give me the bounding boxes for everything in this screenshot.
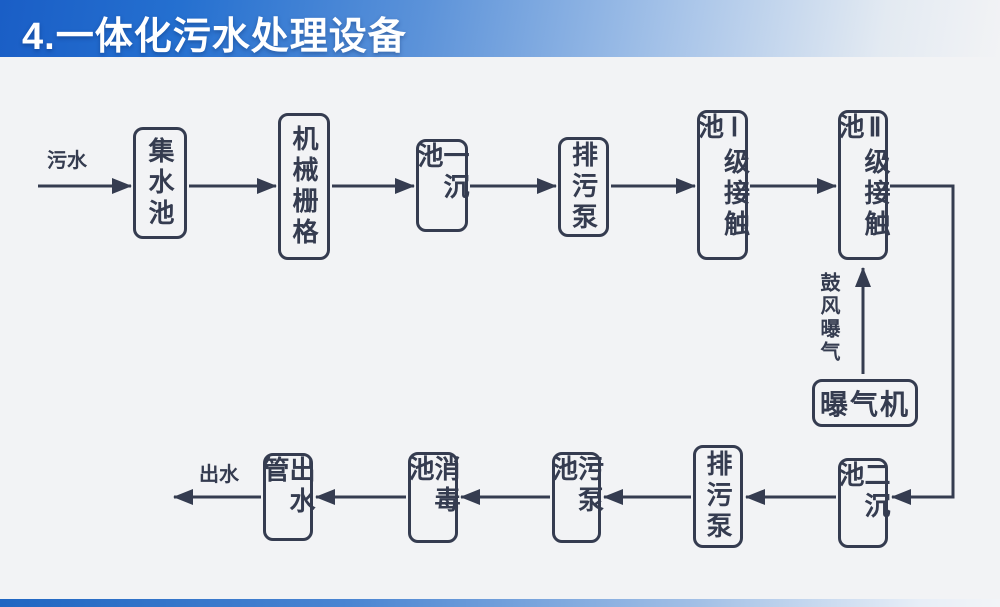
- node-outlet-pipe-label: 出水管: [260, 456, 316, 518]
- node-mechanical-grid: 机械栅格: [278, 113, 330, 260]
- node-secondary-sedimentation-tank-label: 二沉池: [835, 461, 891, 523]
- page-title: 4.一体化污水处理设备: [22, 16, 407, 58]
- node-level2-contact-tank: Ⅱ级接触池: [835, 110, 891, 260]
- node-sewage-pump-top-label: 排污泵: [568, 140, 599, 234]
- bottom-accent-bar: [0, 599, 1000, 607]
- node-primary-sedimentation-tank: 一沉池: [414, 139, 470, 232]
- node-sewage-pump-bottom: 排污泵: [693, 445, 743, 548]
- node-secondary-sedimentation-tank: 二沉池: [835, 458, 891, 548]
- node-disinfection-tank-label: 消毒池: [405, 455, 461, 517]
- inflow-label: 污水: [47, 150, 87, 172]
- node-sewage-pump-bottom-label: 排污泵: [703, 450, 733, 543]
- node-aerator: 曝气机: [812, 379, 918, 427]
- outflow-label: 出水: [199, 464, 239, 486]
- node-sewage-pump-tank: 污泵池: [548, 452, 605, 543]
- node-mechanical-grid-label: 机械栅格: [289, 124, 319, 249]
- node-primary-sedimentation-tank-label: 一沉池: [414, 142, 470, 204]
- node-disinfection-tank: 消毒池: [405, 452, 461, 543]
- node-collection-tank: 集水池: [133, 127, 187, 239]
- node-sewage-pump-top: 排污泵: [558, 137, 609, 237]
- aeration-label: 鼓风曝气: [817, 272, 839, 364]
- node-sewage-pump-tank-label: 污泵池: [548, 455, 605, 517]
- node-collection-tank-label: 集水池: [145, 136, 175, 230]
- node-outlet-pipe: 出水管: [260, 453, 316, 541]
- title-banner: 4.一体化污水处理设备: [0, 0, 1000, 58]
- elbow-level2-to-secondary-sed: [890, 184, 955, 505]
- node-aerator-label: 曝气机: [819, 389, 910, 420]
- node-level2-contact-tank-label: Ⅱ级接触池: [835, 113, 891, 241]
- node-level1-contact-tank: Ⅰ级接触池: [694, 110, 751, 260]
- node-level1-contact-tank-label: Ⅰ级接触池: [694, 113, 751, 241]
